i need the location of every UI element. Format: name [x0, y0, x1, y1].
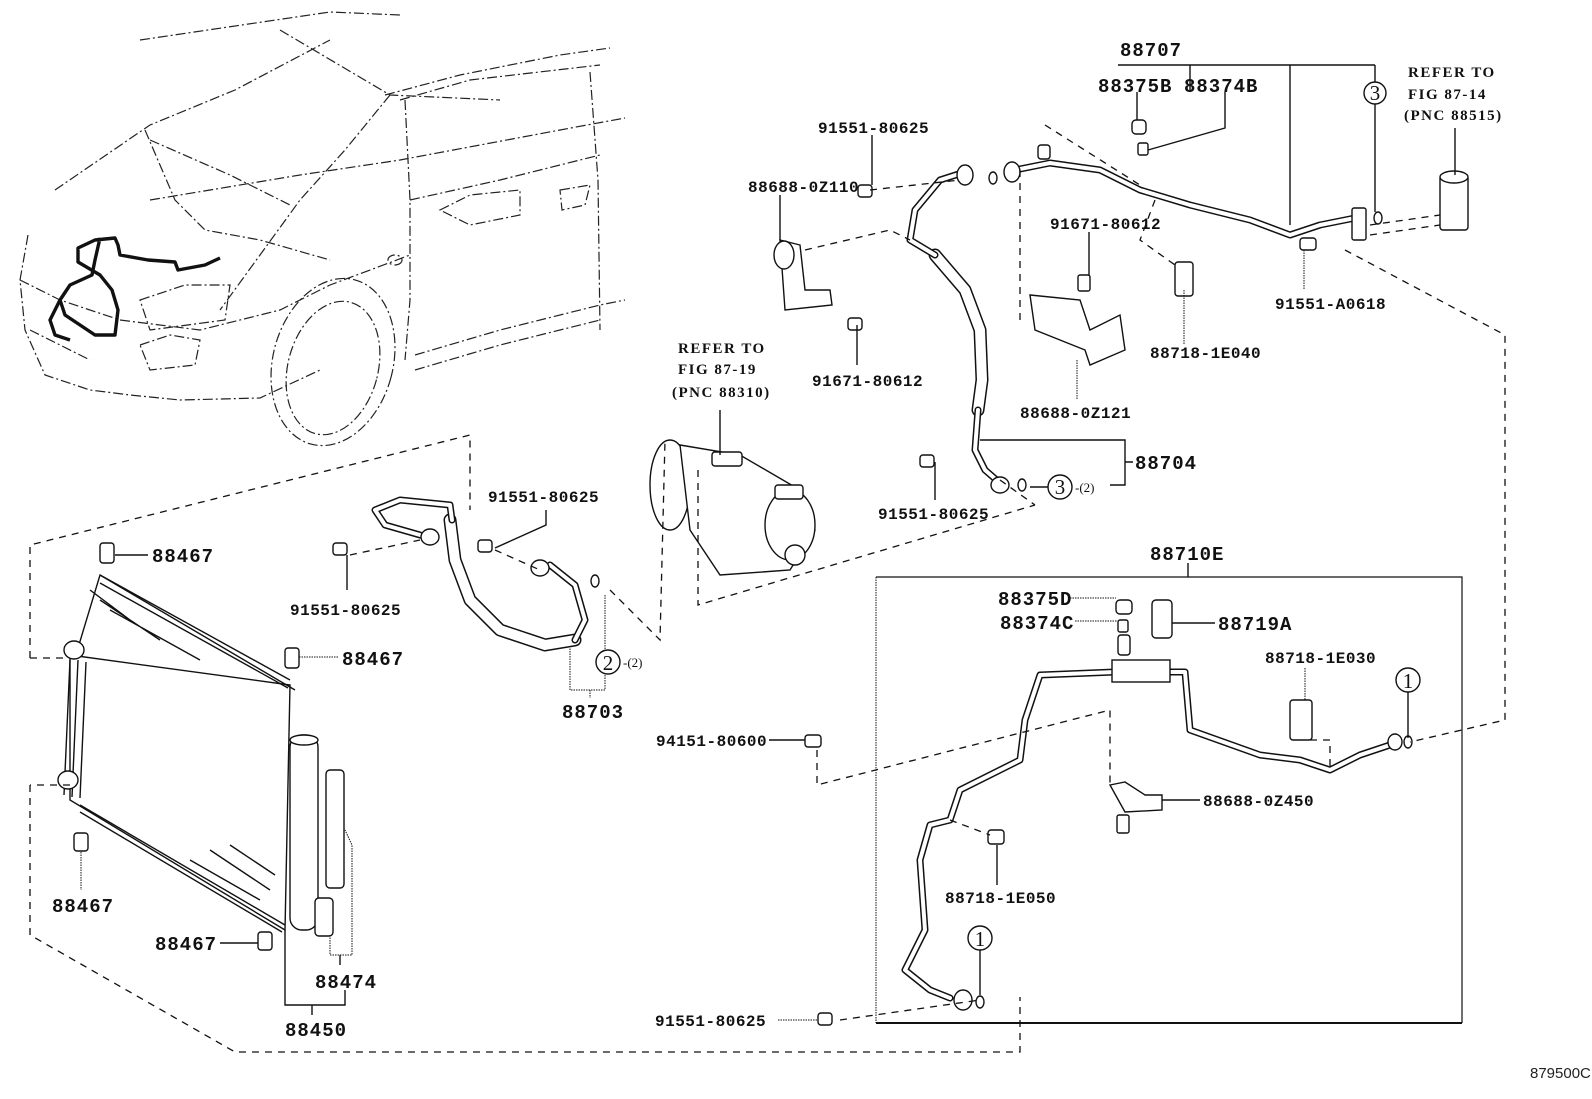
reference-note-expansion-valve: REFER TO FIG 87-14 (PNC 88515): [1404, 65, 1503, 124]
label-88688-0Z110: 88688-0Z110: [748, 179, 859, 197]
svg-text:-(2): -(2): [1075, 480, 1095, 495]
label-88467-c: 88467: [52, 896, 114, 918]
label-91671-80612-b: 91671-80612: [812, 373, 923, 391]
figure-code: 879500C: [1530, 1065, 1591, 1082]
svg-text:REFER TO: REFER TO: [678, 341, 766, 357]
label-88707: 88707: [1120, 40, 1182, 62]
label-88450: 88450: [285, 1020, 347, 1042]
svg-text:-(2): -(2): [623, 655, 643, 670]
callout-1-bottom: 1: [967, 925, 993, 951]
label-88703: 88703: [562, 702, 624, 724]
condenser-assembly: [57, 542, 345, 951]
part-labels: 88707 88375B 88374B 91551-80625 88688-0Z…: [52, 40, 1386, 1042]
label-88710E: 88710E: [1150, 544, 1224, 566]
label-91551-80625-top: 91551-80625: [818, 120, 929, 138]
svg-text:3: 3: [1055, 475, 1066, 499]
svg-text:FIG 87-19: FIG 87-19: [678, 362, 757, 378]
label-88718-1E030: 88718-1E030: [1265, 650, 1376, 668]
discharge-hose-88703: [332, 496, 600, 652]
label-88375D: 88375D: [998, 589, 1072, 611]
label-88374C: 88374C: [1000, 613, 1074, 635]
brackets-and-clamps: [773, 239, 1194, 366]
suction-pipe-88707: [1003, 119, 1383, 251]
label-88718-1E050: 88718-1E050: [945, 890, 1056, 908]
assembly-box-88710E: [875, 563, 1463, 1024]
label-91671-80612-a: 91671-80612: [1050, 216, 1161, 234]
svg-text:(PNC 88515): (PNC 88515): [1404, 108, 1503, 124]
label-88704: 88704: [1135, 453, 1197, 475]
label-88719A: 88719A: [1218, 614, 1292, 636]
svg-text:REFER TO: REFER TO: [1408, 65, 1496, 81]
engine-wire-harness: [48, 236, 221, 342]
label-91551-80625-left: 91551-80625: [290, 602, 401, 620]
label-94151-80600: 94151-80600: [656, 733, 767, 751]
label-88375B: 88375B: [1098, 76, 1172, 98]
callout-2-hose: 2 -(2): [595, 649, 643, 675]
svg-text:1: 1: [975, 927, 986, 951]
svg-text:2: 2: [603, 651, 614, 675]
callout-3-hose: 3 -(2): [1047, 474, 1095, 500]
label-88688-0Z450: 88688-0Z450: [1203, 793, 1314, 811]
svg-text:(PNC 88310): (PNC 88310): [672, 385, 771, 401]
label-88467-b: 88467: [342, 649, 404, 671]
label-91551-A0618: 91551-A0618: [1275, 296, 1386, 314]
label-91551-80625-hose: 91551-80625: [488, 489, 599, 507]
expansion-valve-block: [1439, 170, 1469, 231]
label-91551-80625-bottom: 91551-80625: [655, 1013, 766, 1031]
ac-compressor: [649, 439, 816, 576]
svg-text:FIG 87-14: FIG 87-14: [1408, 87, 1487, 103]
liquid-tube-88710E: [804, 599, 1413, 1026]
reference-note-compressor: REFER TO FIG 87-19 (PNC 88310): [672, 341, 771, 401]
label-88474: 88474: [315, 972, 377, 994]
suction-hose-88704: [857, 164, 1027, 494]
label-leader-lines: [80, 64, 1456, 1021]
dashed-leaders: [29, 124, 1506, 1053]
label-88374B: 88374B: [1184, 76, 1258, 98]
label-88688-0Z121: 88688-0Z121: [1020, 405, 1131, 423]
label-88718-1E040: 88718-1E040: [1150, 345, 1261, 363]
vehicle-front-drawing: [19, 11, 626, 447]
label-88467-a: 88467: [152, 546, 214, 568]
label-88467-d: 88467: [155, 934, 217, 956]
callout-1-right: 1: [1395, 667, 1421, 693]
svg-text:1: 1: [1403, 669, 1414, 693]
callout-3-top: 3: [1363, 81, 1387, 105]
label-91551-80625-mid: 91551-80625: [878, 506, 989, 524]
svg-text:3: 3: [1370, 81, 1381, 105]
